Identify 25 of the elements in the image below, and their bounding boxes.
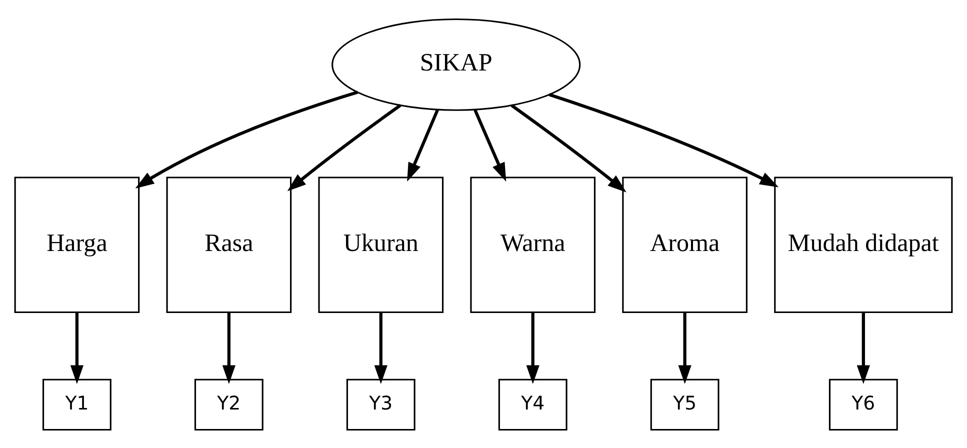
- node-box: Harga: [14, 176, 140, 313]
- node-box: Y3: [346, 378, 416, 430]
- node-box: Y5: [650, 378, 720, 430]
- node-ellipse: SIKAP: [332, 18, 581, 110]
- node-box: Y4: [498, 378, 568, 430]
- arrow: [526, 312, 540, 384]
- node-box: Y1: [42, 378, 112, 430]
- arrow: [287, 104, 402, 191]
- node-box: Aroma: [622, 176, 748, 313]
- arrow: [548, 92, 779, 187]
- node-box: Mudah didapat: [774, 176, 953, 313]
- arrow: [510, 104, 626, 192]
- arrow: [374, 312, 388, 384]
- node-box: Y6: [828, 378, 898, 430]
- arrow: [474, 108, 506, 182]
- arrow: [407, 108, 439, 182]
- node-box: Ukuran: [318, 176, 444, 313]
- node-box: Rasa: [166, 176, 292, 313]
- node-box: Y2: [194, 378, 264, 430]
- arrow: [135, 90, 358, 188]
- arrow: [70, 312, 84, 384]
- arrow: [856, 312, 870, 384]
- arrow: [678, 312, 692, 384]
- arrow: [222, 312, 236, 384]
- node-box: Warna: [470, 176, 596, 313]
